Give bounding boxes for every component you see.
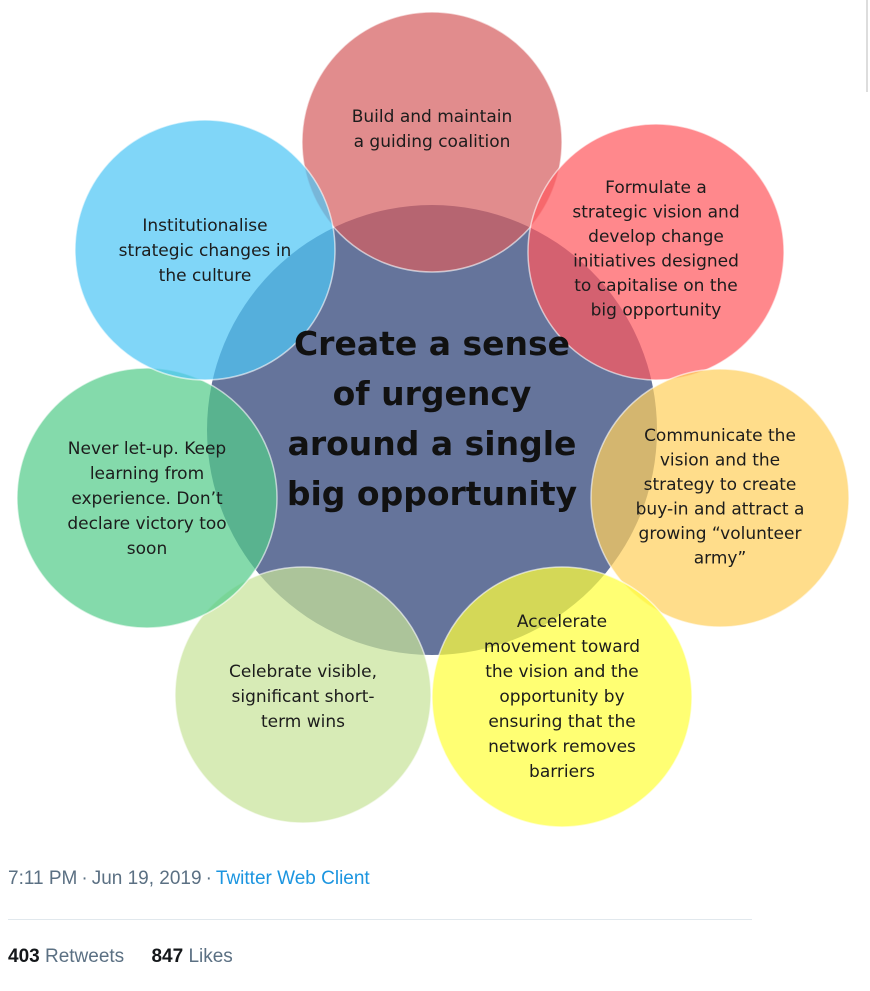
center-label-line: around a single [288,424,577,463]
petal-label-formulate-vision-line: Formulate a [605,178,707,198]
petal-label-accelerate-movement: Accelerate movement toward the vision and … [484,612,640,782]
petal-label-celebrate-wins-line: significant short- [231,687,374,707]
petal-label-celebrate-wins-line: term wins [261,712,345,732]
tweet-client-link[interactable]: Twitter Web Client [215,868,370,889]
meta-separator: · [81,868,88,889]
petal-circle-communicate-vision [590,368,850,628]
tweet-time: 7:11 PM [8,868,78,889]
petal-circle-build-coalition [301,11,563,273]
center-label-line: Create a sense [294,324,570,363]
retweets-stat[interactable]: 403 Retweets [8,946,124,967]
petal-label-communicate-vision-line: buy-in and attract a [636,500,805,520]
likes-count: 847 [151,946,184,967]
divider [8,919,752,920]
petal-label-formulate-vision-line: big opportunity [591,301,722,321]
petal-label-accelerate-movement-line: network removes [488,737,636,757]
center-circle [207,205,657,655]
petal-label-formulate-vision-line: to capitalise on the [574,276,737,296]
petal-label-accelerate-movement-line: the vision and the [485,662,639,682]
petal-label-never-let-up-line: experience. Don’t [71,489,223,509]
tweet-stats: 403 Retweets 847 Likes [8,946,255,968]
center-label-line: big opportunity [287,474,577,513]
petal-label-institutionalise-line: Institutionalise [142,216,267,236]
petal-label-formulate-vision: Formulate a strategic vision and develop c… [572,178,739,321]
petal-label-never-let-up-line: declare victory too [67,514,226,534]
petal-label-communicate-vision-line: growing “volunteer [639,524,802,544]
tweet-date[interactable]: Jun 19, 2019 [91,868,202,889]
change-model-diagram: Build and maintain a guiding coalitionFor… [16,11,850,828]
petal-label-formulate-vision-line: develop change [588,227,724,247]
petal-label-communicate-vision-line: Communicate the [644,426,796,446]
petal-circle-celebrate-wins [174,566,432,824]
petal-circle-never-let-up [16,367,278,629]
petal-label-formulate-vision-line: strategic vision and [572,203,739,223]
likes-stat[interactable]: 847 Likes [151,946,232,967]
petal-label-build-coalition-line: Build and maintain [352,107,513,127]
petal-label-communicate-vision-line: vision and the [660,451,780,471]
petal-label-institutionalise-line: strategic changes in [119,241,292,261]
petal-label-communicate-vision-line: strategy to create [644,475,797,495]
petal-circle-formulate-vision [527,123,785,381]
petal-label-accelerate-movement-line: Accelerate [517,612,607,632]
likes-label: Likes [188,946,233,967]
petal-label-build-coalition-line: a guiding coalition [354,132,511,152]
center-label-line: of urgency [333,374,532,413]
retweets-label: Retweets [44,946,125,967]
petal-label-accelerate-movement-line: barriers [529,762,595,782]
petal-label-communicate-vision-line: army” [694,549,747,569]
petal-label-celebrate-wins-line: Celebrate visible, [229,662,377,682]
petal-label-build-coalition: Build and maintain a guiding coalition [352,107,513,152]
center-label: Create a sense of urgency around a single b… [287,324,577,513]
meta-separator: · [205,868,212,889]
petal-label-institutionalise-line: the culture [159,266,252,286]
tweet-metadata: 7:11 PM·Jun 19, 2019·Twitter Web Client [8,868,370,890]
petal-circle-institutionalise [74,119,336,381]
petal-label-never-let-up-line: learning from [90,464,204,484]
retweets-count: 403 [8,946,40,967]
petal-label-never-let-up: Never let-up. Keep learning from experienc… [67,439,226,559]
petal-label-accelerate-movement-line: movement toward [484,637,640,657]
petal-label-formulate-vision-line: initiatives designed [573,252,739,272]
petal-label-never-let-up-line: Never let-up. Keep [68,439,226,459]
scrollbar-edge [866,0,868,92]
petal-circle-accelerate-movement [431,566,693,828]
petal-label-institutionalise: Institutionalise strategic changes in the … [119,216,292,286]
petal-label-celebrate-wins: Celebrate visible, significant short-term… [229,662,377,732]
petal-label-communicate-vision: Communicate the vision and the strategy to… [636,426,805,569]
petal-label-accelerate-movement-line: ensuring that the [488,712,635,732]
petal-label-accelerate-movement-line: opportunity by [499,687,624,707]
petal-label-never-let-up-line: soon [127,539,167,559]
